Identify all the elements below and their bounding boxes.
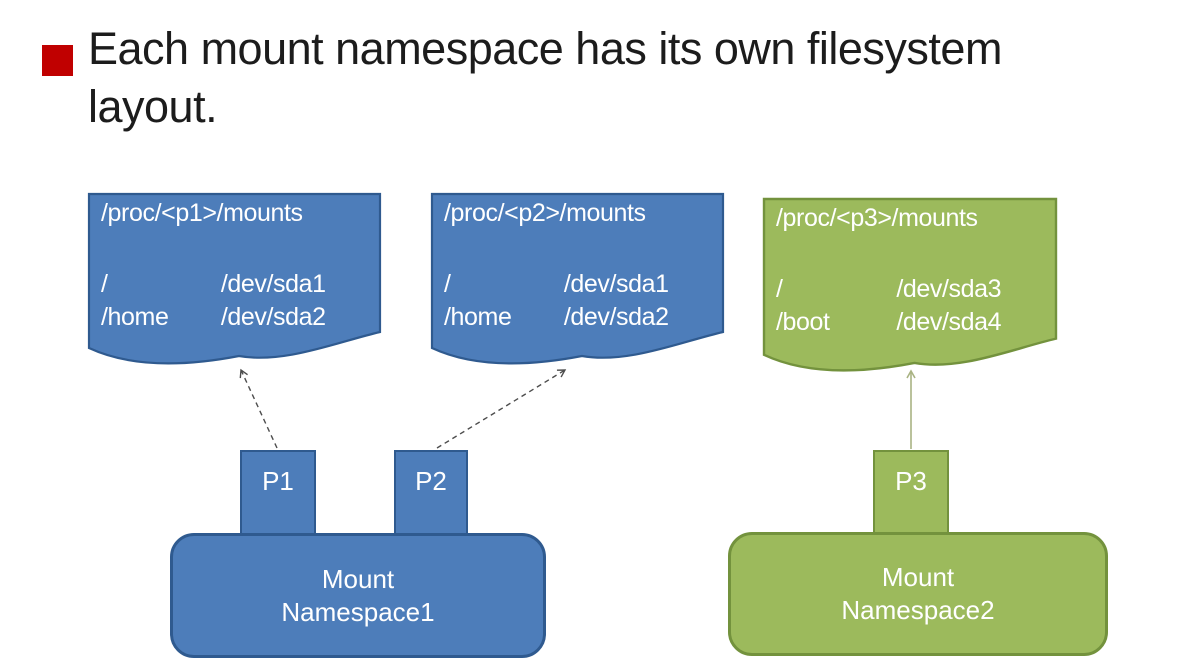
mount-point: / bbox=[101, 270, 108, 298]
namespace-label-line-2: Namespace1 bbox=[281, 596, 435, 627]
mount-table: / /dev/sda1 /home /dev/sda2 bbox=[101, 268, 356, 334]
mount-point: / bbox=[444, 270, 451, 298]
mount-namespace1-box: Mount Namespace1 bbox=[170, 533, 546, 658]
namespace-label-line-1: Mount bbox=[321, 563, 395, 594]
mount-device: /dev/sda3 bbox=[896, 275, 1002, 303]
mount-row: / /dev/sda1 bbox=[444, 268, 699, 301]
proc-mounts-path: /proc/<p3>/mounts bbox=[776, 204, 978, 232]
process-label: P1 bbox=[262, 466, 294, 496]
mount-row: /home /dev/sda2 bbox=[444, 301, 699, 334]
mount-point: /boot bbox=[776, 308, 830, 336]
slide-title-line-1: Each mount namespace has its own filesys… bbox=[88, 23, 1002, 74]
mount-device: /dev/sda4 bbox=[896, 308, 1002, 336]
arrow-p2-to-mounts-doc2 bbox=[436, 369, 567, 449]
document-shape bbox=[430, 192, 725, 365]
process-box-p3: P3 bbox=[873, 450, 949, 540]
process-label: P3 bbox=[895, 466, 927, 496]
proc-mounts-path: /proc/<p2>/mounts bbox=[444, 199, 646, 227]
arrow-p1-to-mounts-doc1 bbox=[239, 368, 278, 449]
mount-table: / /dev/sda3 /boot /dev/sda4 bbox=[776, 273, 1032, 339]
mount-device: /dev/sda2 bbox=[563, 303, 669, 331]
mount-device: /dev/sda1 bbox=[563, 270, 669, 298]
namespace-label-line-2: Namespace2 bbox=[841, 595, 995, 625]
mount-namespace2-box: Mount Namespace2 bbox=[728, 532, 1108, 656]
document-shape bbox=[87, 192, 382, 365]
mount-row: / /dev/sda3 bbox=[776, 273, 1032, 306]
mount-device: /dev/sda2 bbox=[220, 303, 326, 331]
bullet-square-icon bbox=[42, 45, 73, 76]
slide-title-line-2: layout. bbox=[88, 81, 218, 132]
namespace-label-line-1: Mount bbox=[881, 562, 955, 592]
mount-point: /home bbox=[444, 303, 512, 331]
mounts-file-doc-p1: /proc/<p1>/mounts / /dev/sda1 /home /dev… bbox=[87, 192, 382, 365]
mount-device: /dev/sda1 bbox=[220, 270, 326, 298]
proc-mounts-path: /proc/<p1>/mounts bbox=[101, 199, 303, 227]
mount-row: / /dev/sda1 bbox=[101, 268, 356, 301]
process-box-p1: P1 bbox=[240, 450, 316, 542]
mount-row: /home /dev/sda2 bbox=[101, 301, 356, 334]
document-shape bbox=[762, 197, 1058, 372]
process-label: P2 bbox=[415, 466, 447, 496]
mount-table: / /dev/sda1 /home /dev/sda2 bbox=[444, 268, 699, 334]
mount-point: /home bbox=[101, 303, 169, 331]
mount-row: /boot /dev/sda4 bbox=[776, 306, 1032, 339]
mount-point: / bbox=[776, 275, 783, 303]
process-box-p2: P2 bbox=[394, 450, 468, 542]
mounts-file-doc-p2: /proc/<p2>/mounts / /dev/sda1 /home /dev… bbox=[430, 192, 725, 365]
mounts-file-doc-p3: /proc/<p3>/mounts / /dev/sda3 /boot /dev… bbox=[762, 197, 1058, 372]
slide-title: Each mount namespace has its own filesys… bbox=[88, 20, 1176, 136]
